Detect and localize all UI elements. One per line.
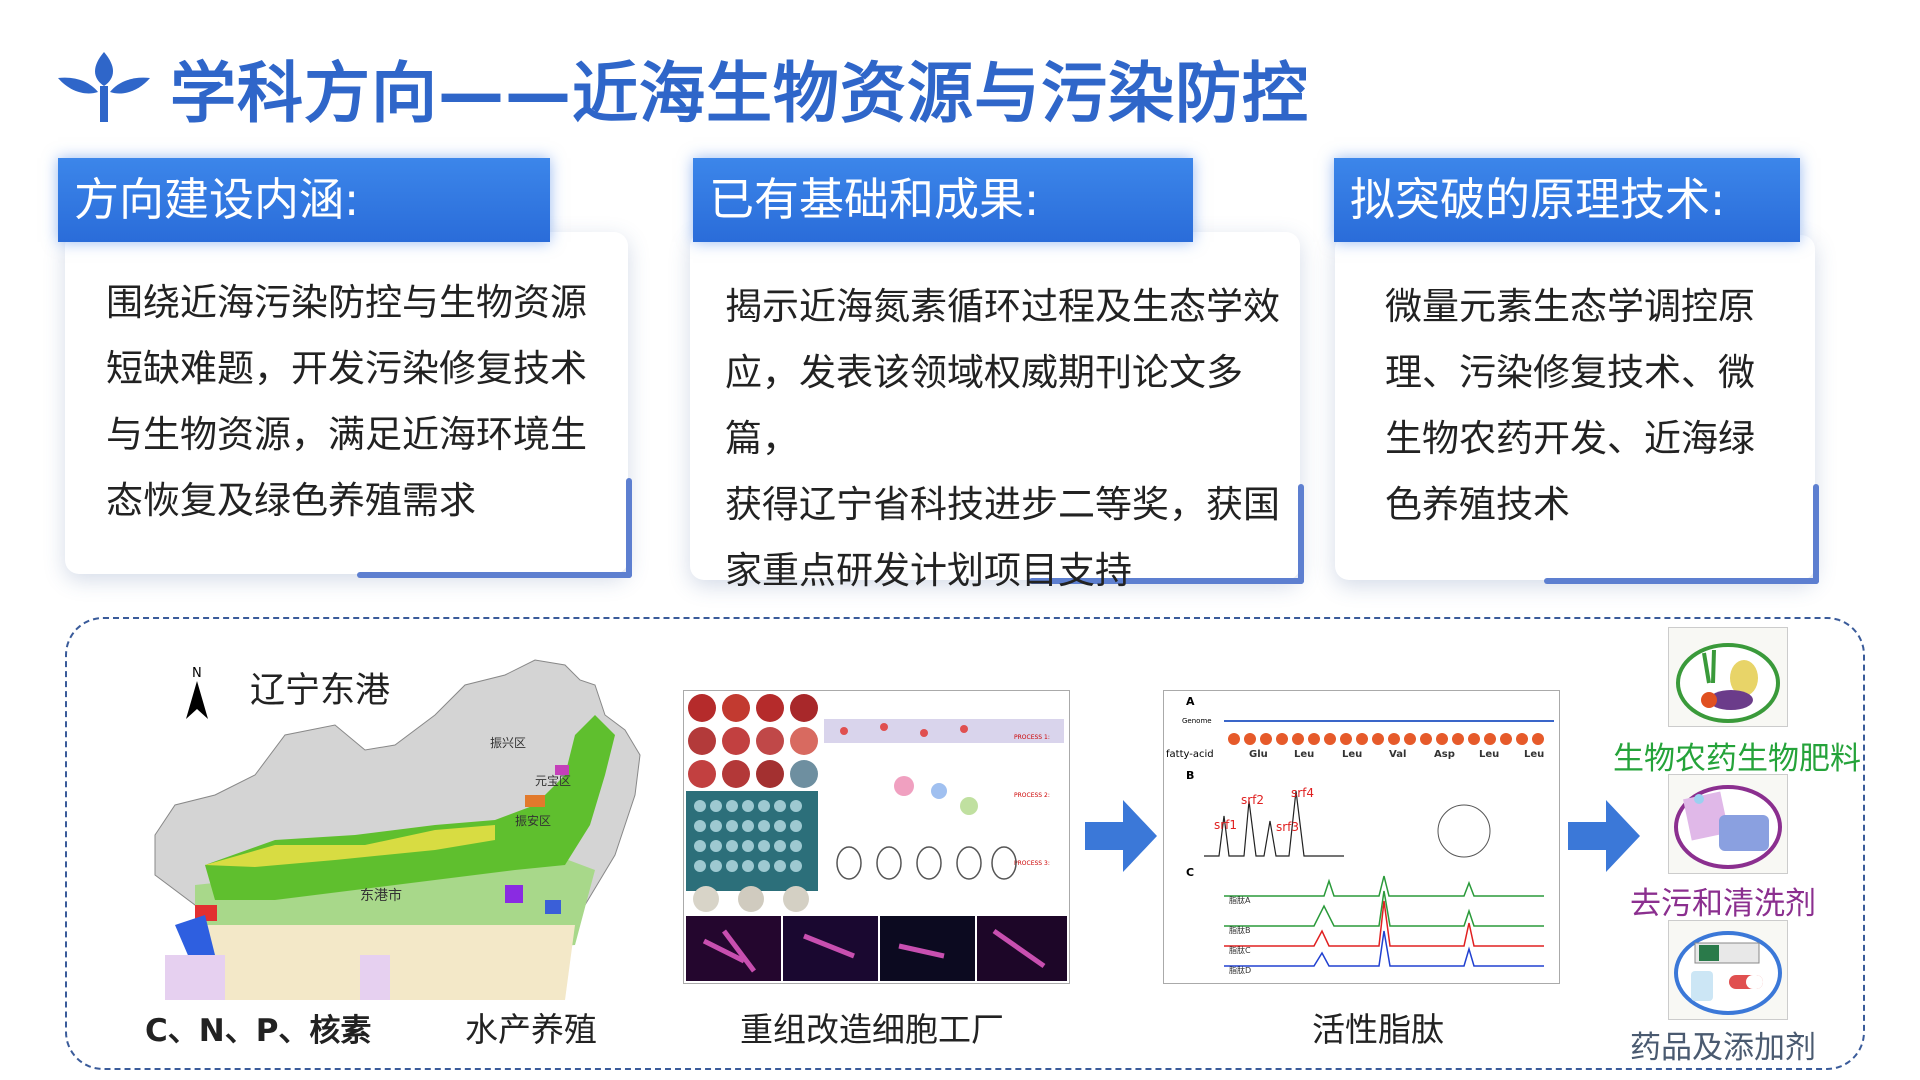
app-label-detergent: 去污和清洗剂 [1630,886,1816,922]
north-arrow-icon: N [186,666,208,719]
genome-label: Genome [1182,717,1212,725]
trace-label: 脂肽A [1229,895,1251,905]
srf-peak-label: srf4 [1291,786,1314,800]
medicine-icon [1668,920,1788,1020]
amino-acid-label: Leu [1479,749,1499,760]
amino-acid-label: Leu [1342,749,1362,760]
card-breakthrough [1335,235,1819,584]
university-logo-icon [58,52,150,122]
fatty-acid-label: fatty-acid [1166,749,1214,760]
tab-direction-heading: 方向建设内涵: [58,158,550,242]
page-title: 学科方向——近海生物资源与污染防控 [170,55,1309,132]
panel-label: C [1186,866,1194,879]
map-caption-aquaculture: 水产养殖 [465,1010,597,1049]
card-foundation-text: 揭示近海氮素循环过程及生态学效 应，发表该领域权威期刊论文多篇， 获得辽宁省科技… [725,285,1280,592]
trace-label: 脂肽D [1229,965,1251,975]
north-label: N [192,666,202,681]
app-label-medicine: 药品及添加剂 [1630,1030,1816,1066]
srf-peak-label: srf1 [1214,818,1237,832]
panel-label: A [1186,695,1195,708]
panel-label: B [1186,769,1194,782]
srf-peak-label: srf3 [1276,820,1299,834]
dongang-map: 东港市 振兴区 元宝区 振安区 [154,659,641,1000]
trace-label: 脂肽C [1229,945,1251,955]
lipopeptide-caption: 活性脂肽 [1312,1010,1444,1049]
tab-foundation-heading: 已有基础和成果: [693,158,1193,242]
flow-arrow-icon [1085,800,1157,872]
map-city-label: 东港市 [360,887,402,904]
map-district-label: 振兴区 [490,736,526,750]
lipopeptide-figure: A Genome fatty-acid Glu Leu Leu Val Asp … [1163,690,1560,984]
amino-acid-label: Glu [1249,749,1268,760]
trace-label: 脂肽B [1229,925,1251,935]
card-foundation [690,232,1304,584]
flow-arrow-icon [1568,800,1640,872]
card-direction-text: 围绕近海污染防控与生物资源 短缺难题，开发污染修复技术 与生物资源，满足近海环境… [106,281,587,522]
process-label: PROCESS 1: [1014,734,1050,741]
amino-acid-label: Asp [1434,749,1455,760]
cell-factory-figure: PROCESS 1: PROCESS 2: PROCESS 3: [683,690,1070,984]
map-district-label: 振安区 [515,813,551,828]
amino-acid-label: Leu [1294,749,1314,760]
amino-acid-label: Leu [1524,749,1544,760]
cell-factory-caption: 重组改造细胞工厂 [740,1010,1004,1049]
process-label: PROCESS 3: [1014,860,1050,867]
map-district-label: 元宝区 [535,774,571,788]
card-direction [65,232,632,578]
amino-acid-label: Val [1389,749,1406,760]
vegetables-icon [1668,627,1788,727]
card-breakthrough-text: 微量元素生态学调控原 理、污染修复技术、微 生物农药开发、近海绿 色养殖技术 [1385,285,1755,526]
application-panel [65,617,1865,1070]
srf-peak-label: srf2 [1241,793,1264,807]
app-label-biopesticide: 生物农药生物肥料 [1613,741,1861,777]
detergent-icon [1668,774,1788,874]
process-label: PROCESS 2: [1014,792,1050,799]
tab-breakthrough-heading: 拟突破的原理技术: [1334,158,1800,242]
map-region-title: 辽宁东港 [250,671,391,711]
map-caption-elements: C、N、P、核素 [145,1013,372,1049]
